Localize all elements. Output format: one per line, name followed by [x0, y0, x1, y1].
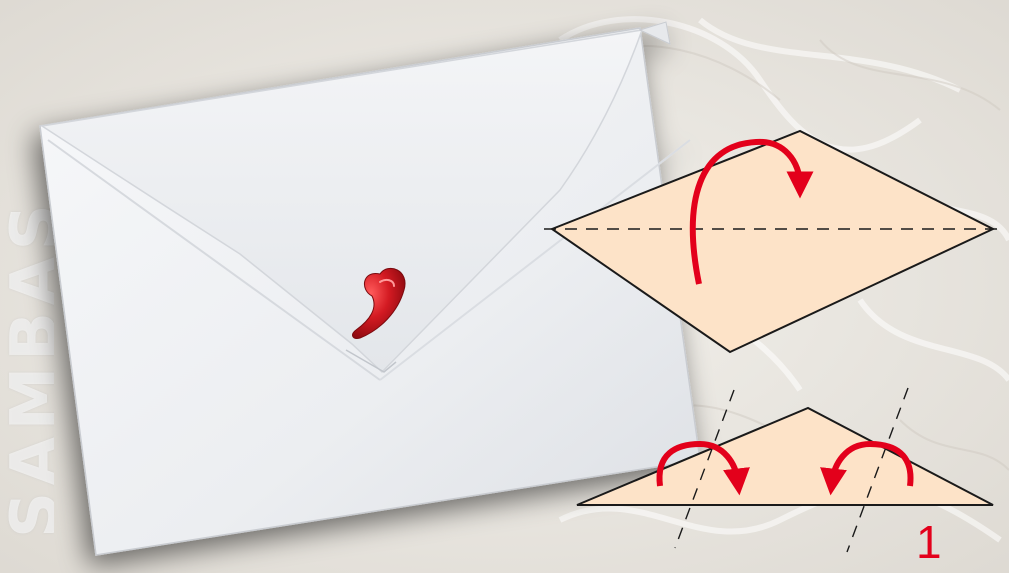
diamond-paper [552, 131, 993, 352]
triangle-paper [577, 408, 993, 505]
step-number: 1 [916, 515, 942, 569]
step-diamond [544, 131, 1000, 352]
